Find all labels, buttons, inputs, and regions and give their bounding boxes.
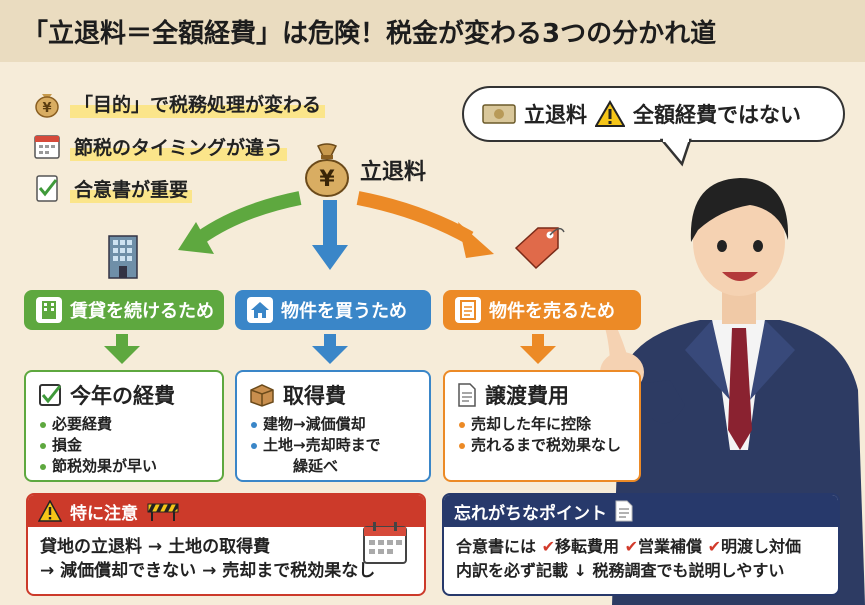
- memo-line-prefix: 合意書には: [456, 537, 537, 556]
- check-icon: ✔: [624, 537, 638, 556]
- calendar-icon: [32, 131, 62, 161]
- list-item: 売れるまで税効果なし: [457, 435, 627, 456]
- checklist-icon: [32, 173, 62, 203]
- list-item: 土地→売却時まで: [249, 435, 417, 456]
- speech-prefix: 立退料: [524, 103, 587, 127]
- box-heading: 譲渡費用: [485, 384, 569, 408]
- box-transfer: 譲渡費用 売却した年に控除 売れるまで税効果なし: [443, 370, 641, 482]
- category-buy: 物件を買うため: [235, 290, 431, 330]
- list-item: 売却した年に控除: [457, 414, 627, 435]
- box-heading: 取得費: [283, 384, 346, 408]
- svg-text:¥: ¥: [42, 101, 51, 116]
- point-label: 「目的」で税務処理が変わる: [70, 88, 326, 118]
- title-bar: 「立退料＝全額経費」は危険！税金が変わる3つの分かれ道: [0, 0, 865, 62]
- category-label: 物件を買うため: [281, 301, 407, 322]
- point-label: 合意書が重要: [70, 173, 193, 203]
- document-icon: [615, 500, 633, 522]
- memo-tag: 営業補償: [638, 537, 703, 556]
- check-icon: ✔: [541, 537, 555, 556]
- speech-text: 全額経費ではない: [633, 103, 801, 127]
- point-timing: 節税のタイミングが違う: [32, 131, 288, 161]
- warning-line-1: 貸地の立退料 → 土地の取得費: [40, 537, 271, 557]
- category-rent: 賃貸を続けるため: [24, 290, 224, 330]
- document-icon: [455, 297, 481, 323]
- box-expense: 今年の経費 必要経費 損金 節税効果が早い: [24, 370, 224, 482]
- memo-box: 忘れがちなポイント 合意書には ✔移転費用 ✔営業補償 ✔明渡し対価 内訳を必ず…: [442, 493, 840, 596]
- svg-text:¥: ¥: [319, 167, 335, 192]
- list-item: 繰延べ: [293, 457, 339, 475]
- list-item: 必要経費: [38, 414, 210, 435]
- check-icon: [38, 383, 62, 407]
- warning-title: 特に注意: [70, 503, 138, 524]
- list-item: 損金: [38, 435, 210, 456]
- apartment-icon: [36, 297, 62, 323]
- building-icon: [105, 232, 141, 280]
- category-label: 賃貸を続けるため: [70, 301, 214, 322]
- list-item: 節税効果が早い: [38, 456, 210, 477]
- memo-tag: 明渡し対価: [721, 537, 802, 556]
- center-label-text: 立退料: [360, 160, 427, 185]
- calendar-icon: [362, 521, 408, 565]
- memo-line-1: 合意書には ✔移転費用 ✔営業補償 ✔明渡し対価: [444, 535, 838, 559]
- center-label: ¥ 立退料: [300, 142, 426, 198]
- box-icon: [249, 383, 275, 407]
- speech-bubble: 立退料 全額経費ではない: [462, 86, 845, 142]
- money-bag-icon: ¥: [32, 88, 62, 118]
- house-icon: [247, 297, 273, 323]
- warning-box: 特に注意 貸地の立退料 → 土地の取得費 → 減価償却できない → 売却まで税効…: [26, 493, 426, 596]
- document-icon: [457, 383, 477, 407]
- category-label: 物件を売るため: [489, 301, 615, 322]
- banknote-icon: [482, 102, 516, 126]
- box-acquisition: 取得費 建物→減価償却 土地→売却時まで 繰延べ: [235, 370, 431, 482]
- memo-tag: 移転費用: [555, 537, 620, 556]
- page-title: 「立退料＝全額経費」は危険！税金が変わる3つの分かれ道: [22, 18, 717, 49]
- box-heading: 今年の経費: [70, 384, 175, 408]
- point-purpose: ¥ 「目的」で税務処理が変わる: [32, 88, 326, 118]
- warning-icon: [595, 100, 625, 128]
- barrier-icon: [146, 500, 180, 522]
- warning-icon: [38, 500, 62, 522]
- check-icon: ✔: [707, 537, 721, 556]
- memo-title: 忘れがちなポイント: [454, 503, 607, 524]
- memo-line-2: 内訳を必ず記載 ↓ 税務調査でも説明しやすい: [456, 561, 785, 580]
- money-bag-icon: ¥: [300, 142, 354, 198]
- list-item: 建物→減価償却: [249, 414, 417, 435]
- point-agreement: 合意書が重要: [32, 173, 193, 203]
- price-tag-icon: [510, 222, 566, 270]
- category-sell: 物件を売るため: [443, 290, 641, 330]
- warning-line-2: → 減価償却できない → 売却まで税効果なし: [40, 561, 376, 581]
- point-label: 節税のタイミングが違う: [70, 131, 288, 161]
- bubble-tail: [660, 138, 692, 167]
